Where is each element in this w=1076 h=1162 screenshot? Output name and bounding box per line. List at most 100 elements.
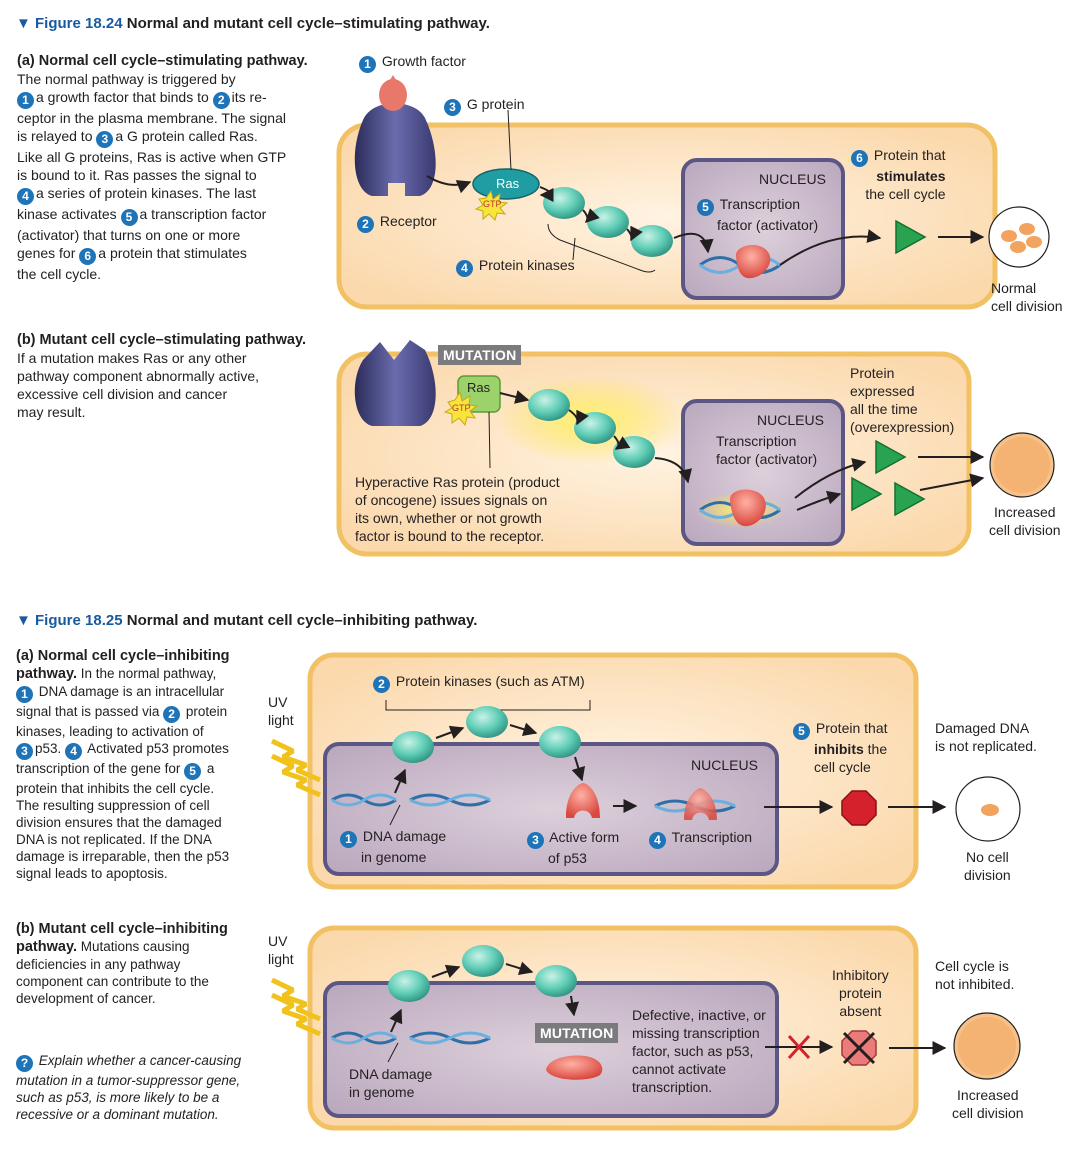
label-text: Transcription xyxy=(671,829,753,845)
label-text: Increased xyxy=(957,1087,1019,1103)
step-3-icon: 3 xyxy=(96,131,114,148)
label-text: all the time xyxy=(850,401,918,417)
label-text: expressed xyxy=(850,383,915,399)
label-text: stimulates xyxy=(876,168,946,184)
panel-b-description: (b) Mutant cell cycle–stimulating pathwa… xyxy=(17,331,337,421)
label-text: DNA damage xyxy=(362,828,447,844)
description-line: ceptor in the plasma membrane. The signa… xyxy=(17,110,286,126)
question-prompt: ? Explain whether a cancer-causing mutat… xyxy=(16,1052,281,1123)
description-fragment: protein xyxy=(185,704,228,719)
figure-caption: Normal and mutant cell cycle–inhibiting … xyxy=(126,612,478,629)
label-text: missing transcription xyxy=(632,1025,760,1041)
label-text: cannot activate xyxy=(632,1061,727,1077)
description-fragment: Mutations causing xyxy=(80,939,190,954)
description-line: If a mutation makes Ras or any other xyxy=(17,350,247,366)
step-1-icon: 1 xyxy=(16,686,33,703)
question-icon: ? xyxy=(16,1055,33,1072)
figure-title-18-25: ▼ Figure 18.25 Normal and mutant cell cy… xyxy=(16,612,477,629)
step-1-icon: 1 xyxy=(340,831,357,848)
question-line: mutation in a tumor-suppressor gene, xyxy=(16,1073,241,1088)
panel-a-description: (a) Normal cell cycle–inhibiting pathway… xyxy=(16,648,266,882)
label-text: inhibits xyxy=(814,741,864,757)
description-line: division ensures that the damaged xyxy=(16,815,222,830)
label-text: protein xyxy=(839,985,882,1001)
step-2-icon: 2 xyxy=(163,706,181,723)
label-text: transcription. xyxy=(632,1079,713,1095)
description-line: development of cancer. xyxy=(16,991,156,1006)
gtp-label: GTP xyxy=(483,199,502,209)
label-text: Cell cycle is xyxy=(935,958,1009,974)
description-fragment: p53. xyxy=(35,741,62,756)
label-text: Inhibitory xyxy=(832,967,889,983)
description-fragment: transcription of the gene for xyxy=(16,761,181,776)
description-line: (activator) that turns on one or more xyxy=(17,227,241,243)
description-line: may result. xyxy=(17,404,86,420)
label-text: in genome xyxy=(349,1084,415,1100)
label-text: cell division xyxy=(991,298,1063,314)
panel-heading: (b) Mutant cell cycle–inhibiting xyxy=(16,921,228,937)
label-text: division xyxy=(964,867,1011,883)
nucleus-label: NUCLEUS xyxy=(691,757,758,773)
step-6-icon: 6 xyxy=(851,150,868,167)
step-2-icon: 2 xyxy=(212,92,230,109)
description-fragment: DNA damage is an intracellular xyxy=(38,684,225,699)
nucleus-label: NUCLEUS xyxy=(757,412,824,428)
g-protein-label: 3 G protein xyxy=(444,95,524,116)
description-line: The resulting suppression of cell xyxy=(16,798,210,813)
figure-label: ▼ Figure 18.24 xyxy=(16,15,123,32)
description-line: DNA is not replicated. If the DNA xyxy=(16,832,212,847)
panel-b-description: (b) Mutant cell cycle–inhibiting pathway… xyxy=(16,921,266,1007)
step-2-icon: 2 xyxy=(373,676,390,693)
description-line: pathway component abnormally active, xyxy=(17,368,260,384)
label-text: the xyxy=(867,741,888,757)
description-fragment: signal that is passed via xyxy=(16,704,160,719)
description-fragment: a series of protein kinases. The last xyxy=(36,185,256,201)
step-1-icon: 1 xyxy=(359,56,376,73)
description-fragment: a transcription factor xyxy=(139,206,267,222)
label-text: Protein kinases (such as ATM) xyxy=(395,673,585,689)
description-line: the cell cycle. xyxy=(17,266,102,282)
label-text: G protein xyxy=(466,96,525,112)
description-line: deficiencies in any pathway xyxy=(16,957,181,972)
uv-light-label: UV light xyxy=(268,693,294,729)
step-4-icon: 4 xyxy=(649,832,666,849)
description-line: Like all G proteins, Ras is active when … xyxy=(17,149,287,165)
description-fragment: genes for xyxy=(17,245,76,261)
label-text: UV xyxy=(268,933,288,949)
ras-label: Ras xyxy=(496,176,520,191)
description-fragment: In the normal pathway, xyxy=(80,666,217,681)
label-text: (overexpression) xyxy=(850,419,955,435)
label-text: its own, whether or not growth xyxy=(355,510,542,526)
description-fragment: is relayed to xyxy=(17,128,93,144)
label-text: cell division xyxy=(989,522,1061,538)
label-text: UV xyxy=(268,694,288,710)
label-text: Protein that xyxy=(873,147,946,163)
description-fragment: a G protein called Ras. xyxy=(115,128,258,144)
description-line: component can contribute to the xyxy=(16,974,209,989)
description-fragment: a growth factor that binds to xyxy=(36,89,209,105)
label-text: light xyxy=(268,712,294,728)
label-text: Protein that xyxy=(815,720,888,736)
hyperactive-ras-label: Hyperactive Ras protein (product of onco… xyxy=(355,473,560,545)
gtp-label: GTP xyxy=(452,403,471,413)
label-text: not inhibited. xyxy=(935,976,1015,992)
step-3-icon: 3 xyxy=(444,99,461,116)
overexpression-label: Protein expressed all the time (overexpr… xyxy=(850,364,954,436)
question-line: such as p53, is more likely to be a xyxy=(16,1090,220,1105)
step-1-icon: 1 xyxy=(17,92,34,109)
step-5-icon: 5 xyxy=(793,723,810,740)
panel-heading: (a) Normal cell cycle–stimulating pathwa… xyxy=(17,53,308,69)
step-4-icon: 4 xyxy=(456,260,473,277)
description-fragment: kinase activates xyxy=(17,206,117,222)
not-inhibited-label: Cell cycle is not inhibited. xyxy=(935,957,1014,993)
question-line: recessive or a dominant mutation. xyxy=(16,1107,219,1122)
step-4-icon: 4 xyxy=(17,188,34,205)
